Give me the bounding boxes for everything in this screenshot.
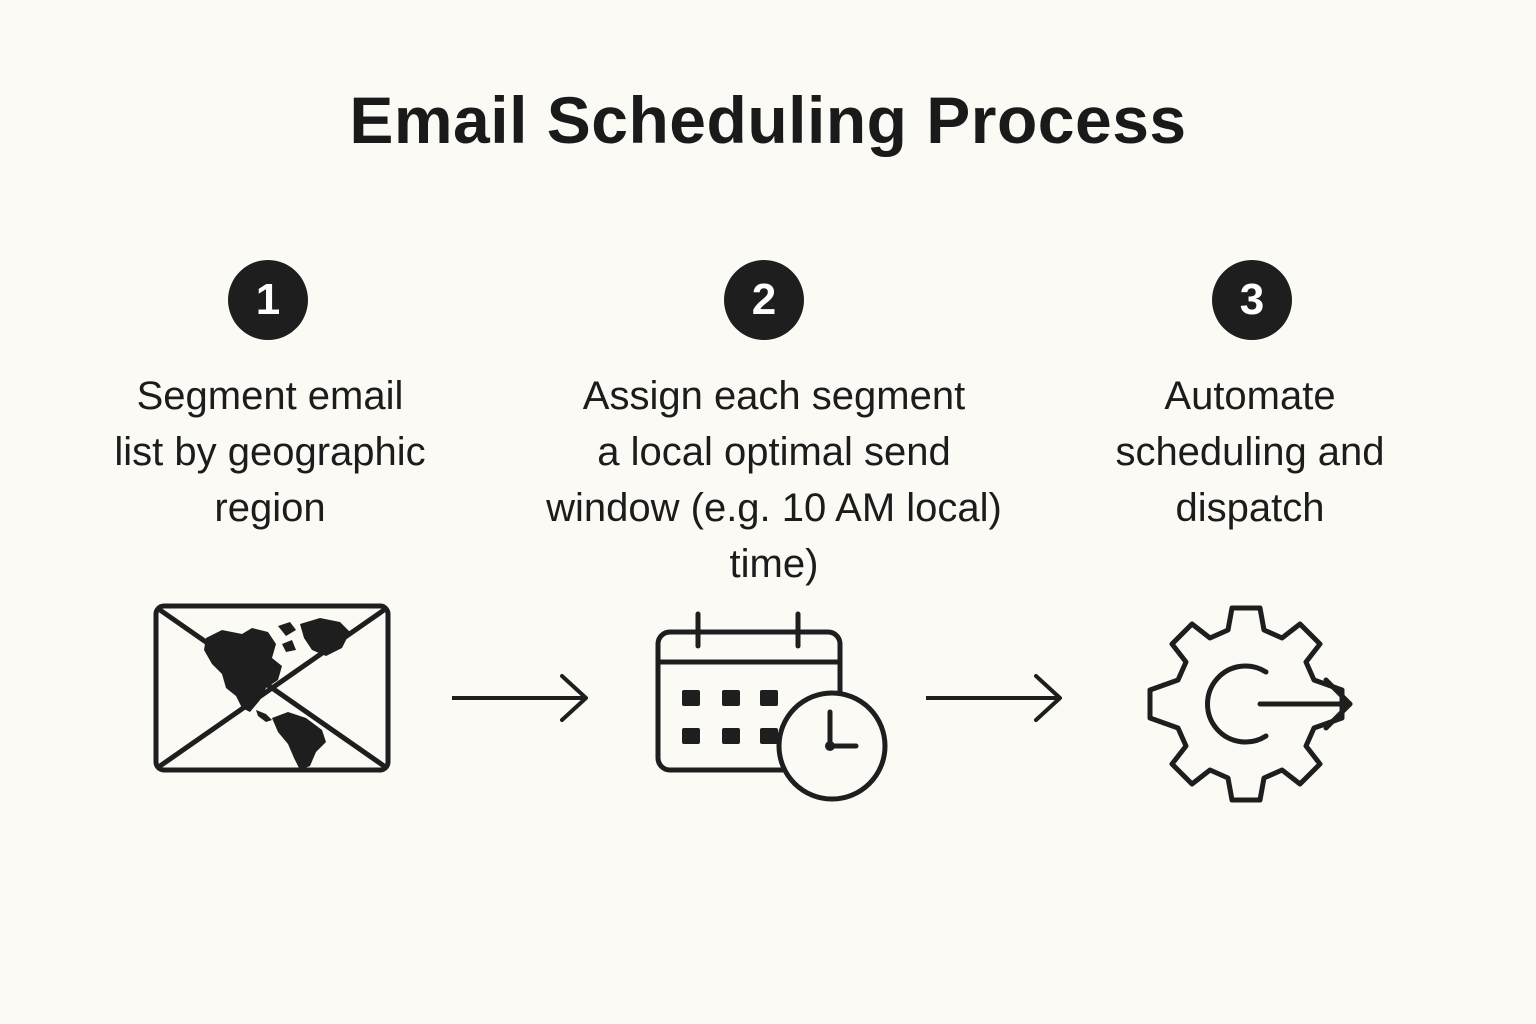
- calendar-clock-icon: [655, 611, 888, 802]
- step-2-line-4: time): [729, 542, 819, 586]
- step-2-line-3: window (e.g. 10 AM local): [546, 486, 1002, 530]
- arrow-right-icon: [926, 674, 1062, 722]
- envelope-globe-icon: [153, 603, 391, 773]
- step-1-description: Segment email list by geographic region: [70, 368, 470, 536]
- step-2-line-1: Assign each segment: [582, 374, 966, 418]
- step-1-line-1: Segment email: [136, 374, 404, 418]
- arrow-right-icon: [452, 674, 588, 722]
- gear-outline: [1147, 605, 1345, 803]
- step-2-description: Assign each segment a local optimal send…: [514, 368, 1034, 592]
- step-3-number: 3: [1239, 275, 1265, 324]
- north-america-shape: [204, 628, 282, 712]
- step-1-badge: 1: [228, 260, 308, 340]
- step-3-description: Automate scheduling and dispatch: [1080, 368, 1420, 536]
- step-1-line-2: list by geographic: [114, 430, 426, 474]
- gear-dispatch-icon: [1147, 605, 1353, 803]
- step-3-line-3: dispatch: [1175, 486, 1325, 530]
- step-3-line-2: scheduling and: [1115, 430, 1385, 474]
- step-3-line-1: Automate: [1164, 374, 1336, 418]
- step-2-number: 2: [751, 275, 777, 324]
- step-2-line-2: a local optimal send: [597, 430, 951, 474]
- step-2-badge: 2: [724, 260, 804, 340]
- step-1-line-3: region: [214, 486, 326, 530]
- south-america-shape: [272, 712, 326, 770]
- greenland-shape: [300, 618, 350, 656]
- step-3-badge: 3: [1212, 260, 1292, 340]
- step-1-number: 1: [255, 275, 281, 324]
- diagram-title: Email Scheduling Process: [349, 83, 1187, 157]
